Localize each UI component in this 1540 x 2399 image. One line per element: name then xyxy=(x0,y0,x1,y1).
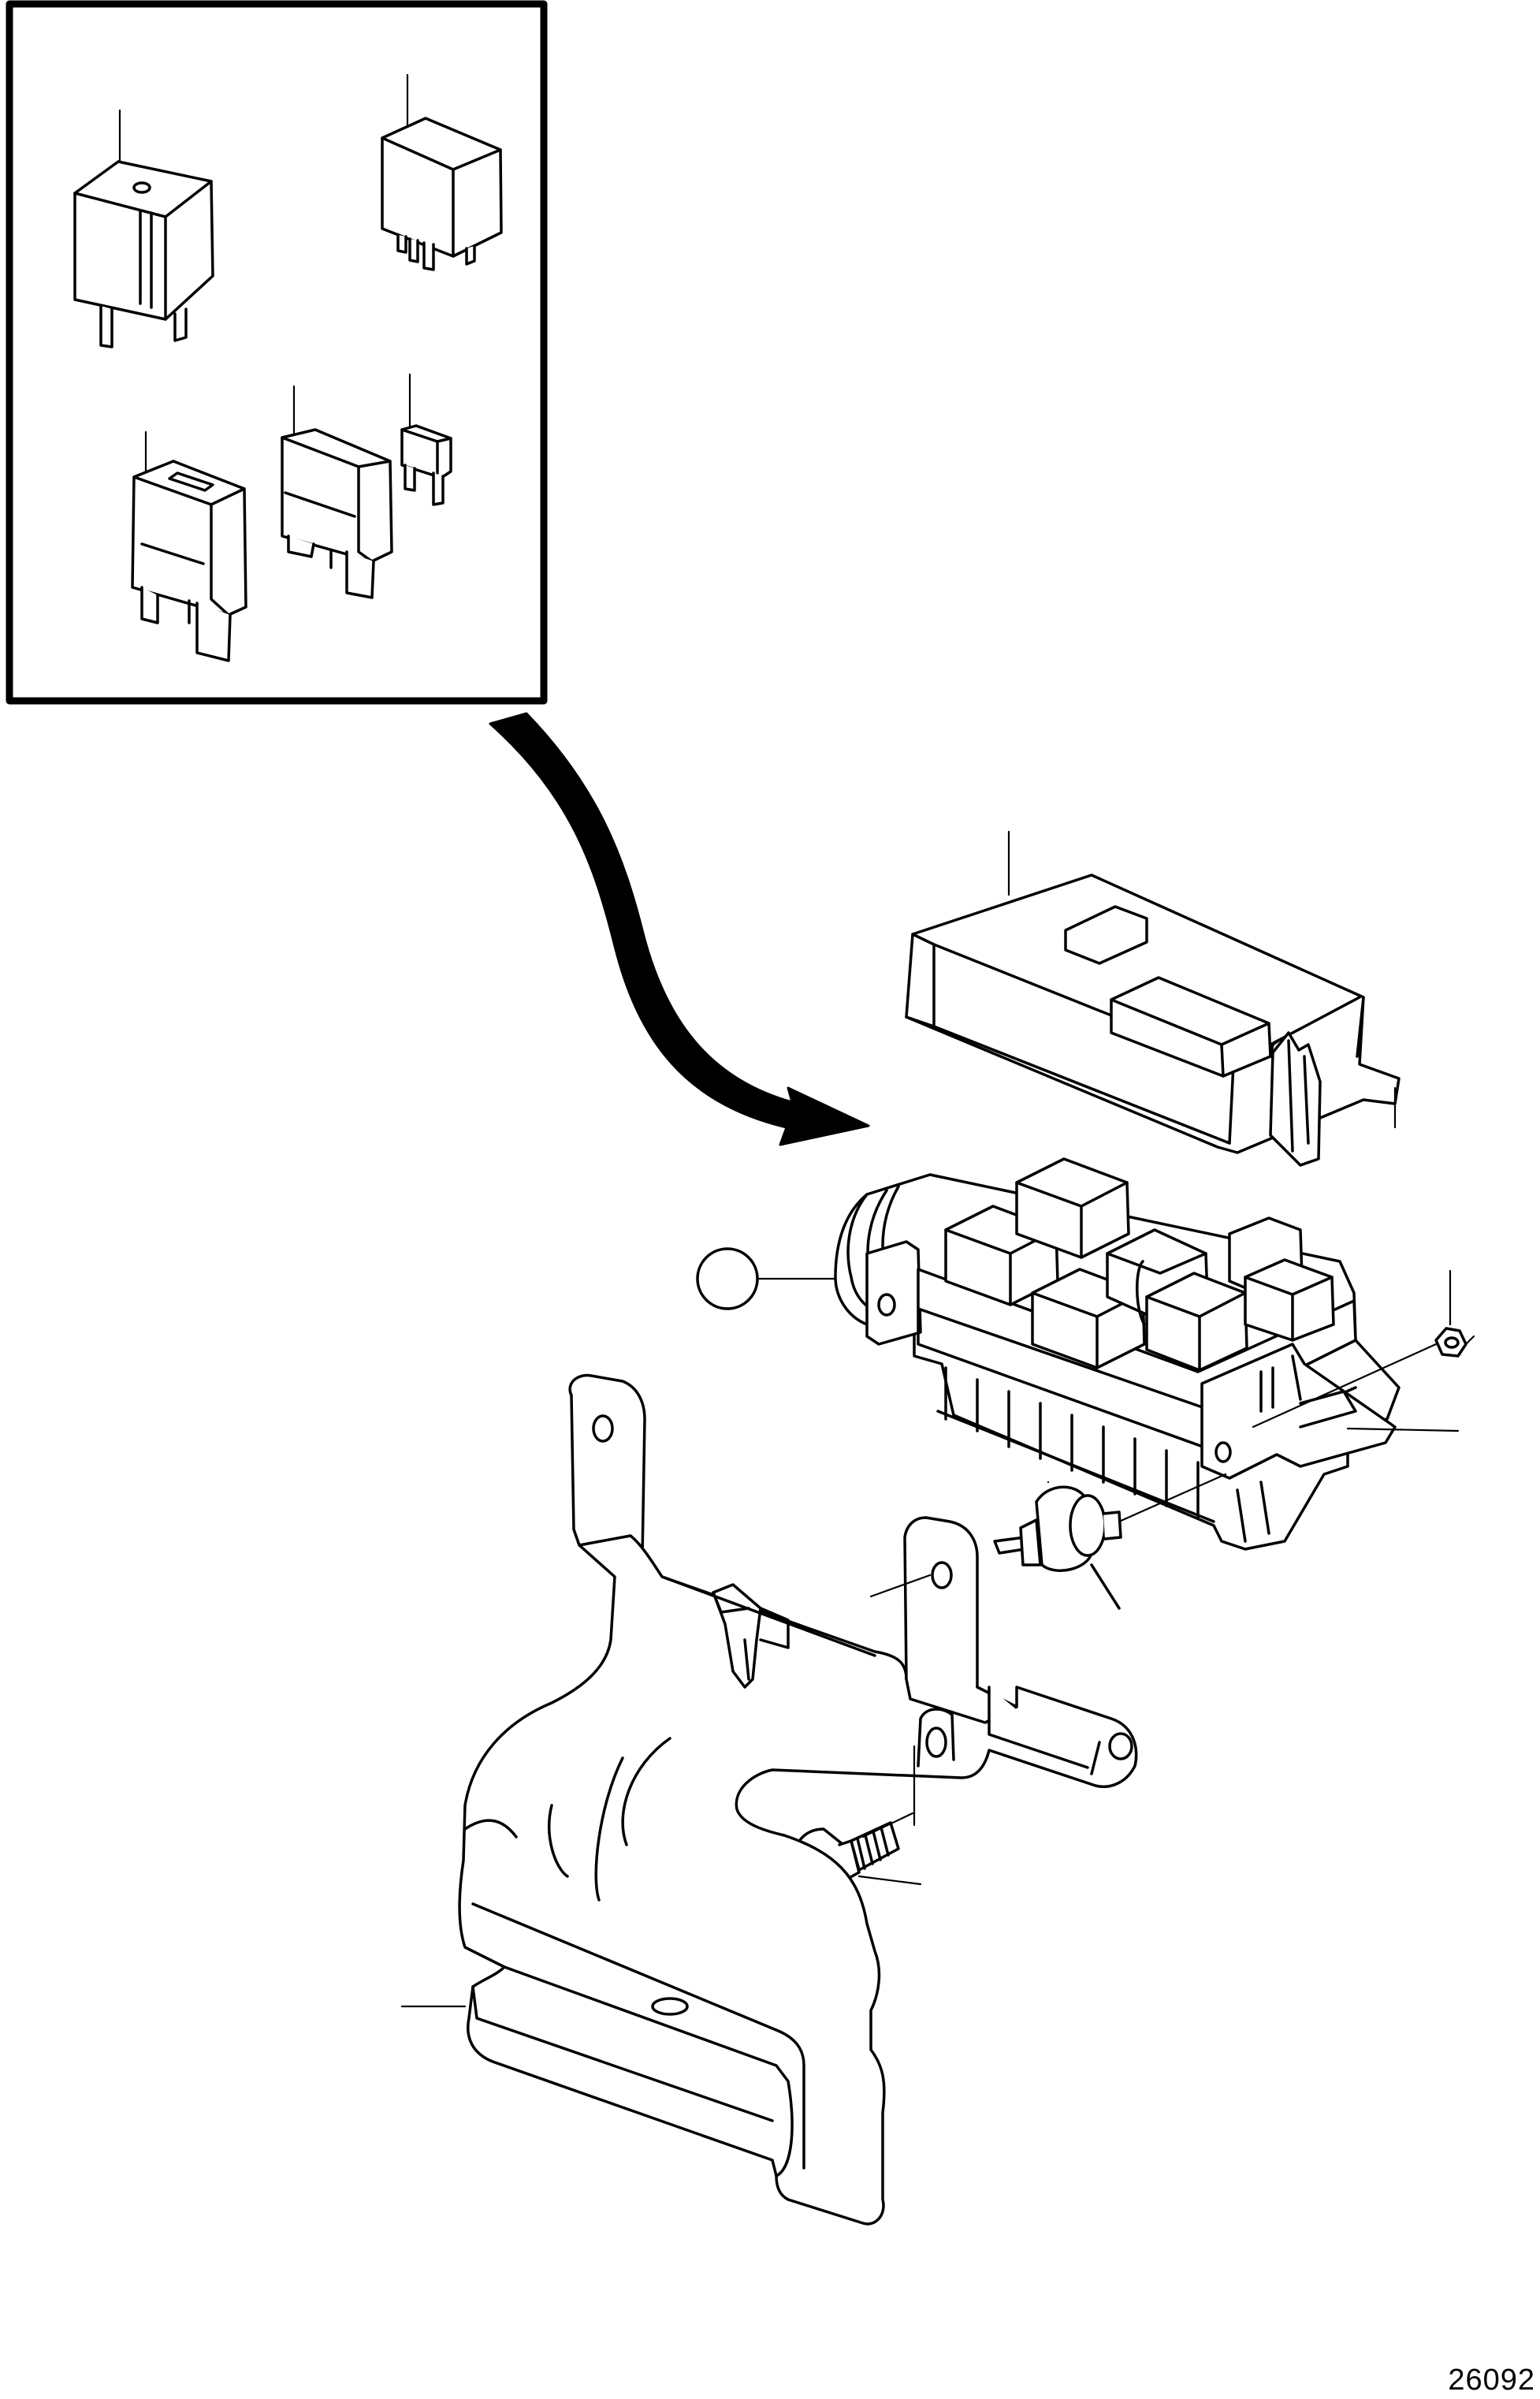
figure-number: 26092 xyxy=(1448,2364,1535,2397)
inset-box xyxy=(6,0,548,705)
fuse-box-cover-part xyxy=(905,830,1401,1167)
fuse-relay-box-part xyxy=(834,1157,1401,1551)
maxi-fuse-part xyxy=(131,430,247,662)
relay-small-part xyxy=(381,73,503,271)
relay-large-part xyxy=(73,109,214,348)
mini-fuse-large-part xyxy=(281,385,393,599)
micro-fuse-part xyxy=(400,373,452,506)
reference-circle xyxy=(696,1247,837,1310)
nut-part xyxy=(1252,1269,1475,1429)
rubber-mount-part xyxy=(993,1473,1227,1610)
mounting-bracket-part xyxy=(400,1373,1460,2226)
assembly-arrow xyxy=(489,712,870,1146)
